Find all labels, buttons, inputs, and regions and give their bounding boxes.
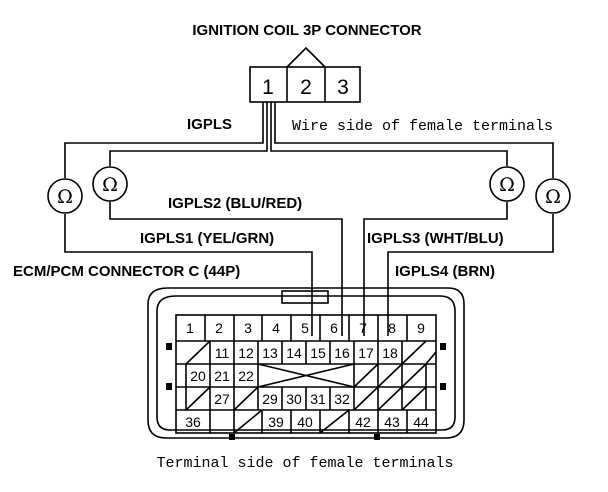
pin-36: 36 [185,414,201,430]
wire-meter-1 [64,214,313,336]
wires [64,102,554,336]
pin-29: 29 [262,391,278,407]
wire-2 [109,102,268,166]
ignition-coil-connector [249,46,361,103]
pin-14: 14 [286,345,302,361]
connector-keys [166,343,446,440]
pin-17: 17 [358,345,374,361]
pin-5: 5 [301,320,309,336]
ohmmeter-3: Ω [489,166,525,202]
pin-32: 32 [334,391,350,407]
igpls3-label: IGPLS3 (WHT/BLU) [367,230,504,247]
wire-meter-3 [363,202,508,336]
ohmmeter-2: Ω [92,166,128,202]
ohm-icon: Ω [102,174,118,196]
coil-pin-2: 2 [300,76,312,99]
pin-15: 15 [310,345,326,361]
ecm-pin-numbers: 1 2 3 4 5 6 7 8 9 11 12 13 14 15 16 17 1… [185,320,429,430]
pin-2: 2 [215,320,223,336]
ohm-icon: Ω [545,186,561,208]
pin-40: 40 [297,414,313,430]
coil-caption: Wire side of female terminals [292,118,553,135]
ecm-connector-label: ECM/PCM CONNECTOR C (44P) [13,263,240,280]
wire-meter-4 [387,214,554,336]
pin-1: 1 [186,320,194,336]
pin-31: 31 [310,391,326,407]
pin-6: 6 [330,320,338,336]
pin-21: 21 [214,368,230,384]
pin-13: 13 [262,345,278,361]
diagram-title: IGNITION COIL 3P CONNECTOR [192,22,421,39]
igpls2-label: IGPLS2 (BLU/RED) [168,195,302,212]
ohmmeter-1: Ω [47,178,83,214]
pin-7: 7 [359,320,367,336]
ohm-icon: Ω [499,174,515,196]
pin-44: 44 [413,414,429,430]
pin-18: 18 [382,345,398,361]
coil-pin-3: 3 [337,76,349,99]
ecm-caption: Terminal side of female terminals [156,455,453,472]
pin-39: 39 [268,414,284,430]
wire-meter-2 [109,202,343,336]
ohmmeter-4: Ω [535,178,571,214]
pin-3: 3 [244,320,252,336]
pin-16: 16 [334,345,350,361]
pin-42: 42 [355,414,371,430]
pin-9: 9 [417,320,425,336]
pin-4: 4 [272,320,280,336]
igpls-label: IGPLS [187,116,232,133]
ecm-connector-housing [147,287,465,439]
wire-3 [270,102,508,166]
pin-43: 43 [384,414,400,430]
igpls1-label: IGPLS1 (YEL/GRN) [140,230,274,247]
ohm-icon: Ω [57,186,73,208]
pin-8: 8 [388,320,396,336]
wire-4 [274,102,554,178]
pin-30: 30 [286,391,302,407]
pin-27: 27 [214,391,230,407]
wire-1 [64,102,264,178]
coil-pin-1: 1 [262,76,274,99]
pin-20: 20 [190,368,206,384]
pin-12: 12 [238,345,254,361]
pin-22: 22 [238,368,254,384]
igpls4-label: IGPLS4 (BRN) [395,263,495,280]
pin-11: 11 [215,345,230,361]
